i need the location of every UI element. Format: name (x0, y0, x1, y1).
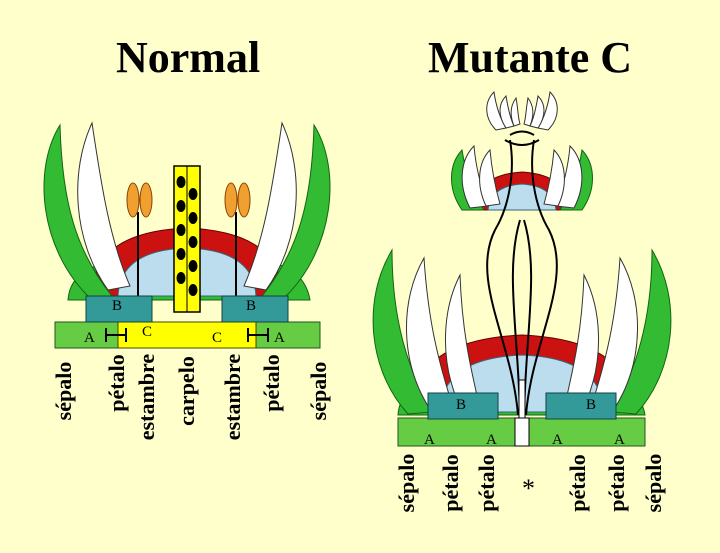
normal-ovules (176, 176, 198, 296)
flower-drawings (43, 90, 672, 447)
mutant-gene-b-bar-left (427, 392, 499, 420)
mutant-gene-b-label-left: B (456, 397, 467, 413)
normal-whorl-label-sepal-right: sépalo (306, 361, 331, 421)
normal-whorl-label-petal-left: pétalo (104, 354, 129, 412)
normal-gene-c-label-left: C (142, 324, 153, 340)
normal-flower (43, 121, 331, 349)
abc-model-diagram: Normal Mutante C B B A C C A sépalo péta… (43, 33, 672, 512)
mutant-whorl-label-petal-3: pétalo (565, 454, 590, 512)
normal-left-anther-1 (126, 182, 140, 218)
normal-gene-b-label-right: B (246, 298, 257, 314)
normal-left-anther-2 (139, 182, 153, 218)
mutant-center-white-bar (514, 417, 530, 447)
normal-right-anther-2 (237, 182, 251, 218)
mutant-right-petal-outer (591, 256, 639, 407)
normal-title: Normal (116, 33, 261, 82)
normal-gene-c-bar (117, 321, 257, 349)
normal-gene-a-label-right: A (274, 330, 285, 346)
mutant-left-petal-outer (405, 256, 453, 407)
mutant-whorl-label-asterisk: * (522, 474, 535, 503)
normal-inhibition-marker-right (247, 328, 269, 342)
normal-gene-b-bar-left (85, 295, 153, 323)
mutant-whorl-label-petal-2: pétalo (474, 454, 499, 512)
normal-whorl-label-sepal-left: sépalo (51, 361, 76, 421)
mutant-gene-a-label-3: A (552, 432, 563, 448)
mutant-whorl-label-petal-4: pétalo (604, 454, 629, 512)
normal-gene-c-label-right: C (212, 330, 223, 346)
normal-whorl-label-stamen-left: estambre (134, 353, 159, 441)
mutant-gene-b-bar-right (545, 392, 617, 420)
mutant-right-petal-inner (565, 273, 599, 403)
mutant-whorl-label-petal-1: pétalo (438, 454, 463, 512)
mutant-gene-a-label-1: A (424, 432, 435, 448)
mutant-repeated-flower-stalks (486, 130, 558, 416)
mutant-title: Mutante C (428, 33, 633, 82)
normal-gene-b-label-left: B (112, 298, 123, 314)
normal-inhibition-marker-left (105, 328, 127, 342)
normal-gene-a-label-left: A (84, 330, 95, 346)
mutant-gene-b-label-right: B (586, 397, 597, 413)
mutant-gene-a-label-4: A (614, 432, 625, 448)
normal-whorl-label-petal-right: pétalo (259, 354, 284, 412)
mutant-whorl-label-sepal-right: sépalo (641, 453, 666, 513)
mutant-whorl-label-sepal-left: sépalo (394, 453, 419, 513)
mutant-center-stalk (518, 379, 526, 421)
normal-right-sepal (261, 123, 331, 299)
normal-left-petal (77, 121, 131, 291)
mutant-flower (372, 90, 672, 447)
normal-gene-b-bar-right (221, 295, 289, 323)
normal-whorl-label-carpel: carpelo (174, 356, 199, 426)
normal-left-sepal (43, 123, 113, 299)
normal-right-petal (243, 121, 297, 291)
mutant-second-petals (461, 144, 583, 209)
mutant-gene-a-label-2: A (486, 432, 497, 448)
normal-whorl-label-stamen-right: estambre (220, 353, 245, 441)
normal-right-anther-1 (224, 182, 238, 218)
mutant-left-petal-inner (445, 273, 479, 403)
mutant-top-petals (486, 90, 558, 131)
